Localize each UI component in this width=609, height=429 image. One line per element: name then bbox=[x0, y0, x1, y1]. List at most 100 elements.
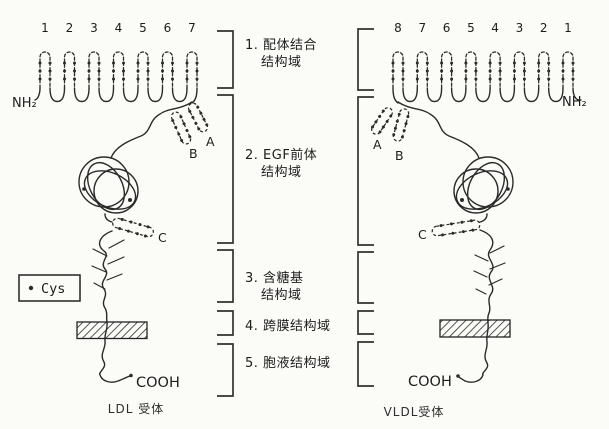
cys-dot bbox=[197, 127, 201, 131]
repeat-connector bbox=[122, 87, 139, 103]
cys-dot bbox=[440, 69, 444, 73]
cys-dot bbox=[460, 220, 464, 224]
cys-dot bbox=[146, 61, 150, 65]
cys-dot bbox=[512, 61, 516, 65]
cys-dot bbox=[381, 125, 385, 129]
egf-finger-outline bbox=[392, 108, 410, 142]
repeat-connector bbox=[426, 87, 443, 103]
repeat-hairpin bbox=[562, 51, 574, 89]
repeat-hairpin bbox=[112, 51, 125, 89]
cys-dot bbox=[38, 69, 42, 73]
cys-dot bbox=[547, 69, 551, 73]
cys-dot bbox=[82, 187, 86, 191]
cys-dot bbox=[460, 198, 464, 202]
sugar-twig bbox=[108, 239, 125, 249]
cys-dot bbox=[87, 61, 91, 65]
cys-dot bbox=[498, 61, 502, 65]
cys-dot bbox=[389, 114, 393, 118]
cys-dot bbox=[136, 77, 140, 81]
chain-segment bbox=[479, 213, 488, 223]
cys-dot bbox=[112, 77, 115, 81]
cys-dot bbox=[136, 69, 140, 73]
cys-dot bbox=[391, 69, 395, 73]
chain-segment bbox=[397, 101, 480, 159]
cys-dot bbox=[177, 132, 181, 136]
repeat-number: 8 bbox=[394, 21, 402, 35]
cys-dot bbox=[97, 61, 101, 65]
ligand-binding-repeats bbox=[38, 51, 199, 103]
domain-bracket-left bbox=[217, 249, 234, 303]
cys-dot bbox=[537, 77, 541, 81]
domain-bracket-right bbox=[357, 341, 374, 387]
cys-dot bbox=[401, 61, 405, 65]
egf-repeat-c-label: C bbox=[158, 230, 167, 245]
egf-finger bbox=[187, 102, 209, 133]
cys-legend: Cys bbox=[18, 274, 81, 302]
cys-dot bbox=[415, 77, 419, 81]
egf-finger bbox=[170, 111, 192, 145]
cys-dot bbox=[450, 61, 454, 65]
cys-dot bbox=[391, 61, 395, 65]
cys-dot bbox=[425, 69, 429, 73]
vldl-receptor: 8 7 6 5 4 3 2 1 NH₂ COOH A B C VLDL bbox=[373, 21, 587, 419]
cys-dot bbox=[522, 69, 526, 73]
cys-dot bbox=[48, 61, 52, 65]
repeat-number: 7 bbox=[188, 21, 196, 35]
repeat-hairpin bbox=[513, 51, 526, 89]
repeat-connector bbox=[548, 87, 564, 103]
cys-dot bbox=[188, 109, 192, 113]
cys-dot bbox=[185, 69, 189, 73]
egf-finger bbox=[431, 219, 481, 237]
cys-dot bbox=[194, 121, 198, 125]
cys-dot bbox=[378, 114, 382, 118]
cys-dot bbox=[63, 77, 66, 81]
egf-finger-loops bbox=[112, 102, 481, 238]
sugar-branches bbox=[473, 245, 506, 295]
cys-dot bbox=[401, 69, 405, 73]
cys-dot bbox=[400, 135, 404, 139]
cys-dot bbox=[161, 69, 164, 73]
cys-dot bbox=[547, 61, 551, 65]
cys-dot bbox=[185, 77, 189, 81]
domain-labels: 1. 配体结合 结构域 2. EGF前体 结构域 3. 含糖基 结构域 4. 跨… bbox=[245, 38, 331, 371]
cys-dot bbox=[571, 69, 575, 73]
cys-dot bbox=[440, 77, 444, 81]
domain-bracket-right bbox=[357, 310, 374, 335]
egf-repeat-a-label: A bbox=[373, 137, 382, 152]
nh2-chain bbox=[34, 87, 41, 101]
cys-dot bbox=[464, 69, 468, 73]
transmembrane-box bbox=[76, 321, 148, 340]
cys-dot bbox=[112, 61, 115, 65]
cys-dot bbox=[425, 61, 429, 65]
vldl-caption: VLDL受体 bbox=[384, 405, 445, 419]
repeat-number: 3 bbox=[516, 21, 524, 35]
sugar-twig bbox=[488, 278, 503, 286]
domain-label-1: 1. 配体结合 bbox=[245, 38, 317, 53]
sugar-twig bbox=[489, 245, 505, 254]
cooh-label: COOH bbox=[408, 374, 452, 390]
cys-dot bbox=[401, 77, 405, 81]
cys-dot bbox=[374, 120, 378, 124]
cys-dot bbox=[425, 77, 429, 81]
cys-dot bbox=[63, 61, 66, 65]
cys-dot bbox=[506, 187, 510, 191]
domain-bracket-left bbox=[217, 30, 234, 89]
cys-dot bbox=[87, 69, 91, 73]
cys-dot bbox=[129, 220, 133, 224]
cooh-label: COOH bbox=[136, 375, 180, 391]
cys-dot bbox=[451, 231, 455, 235]
domain-bracket-left bbox=[217, 343, 234, 397]
sugar-twig bbox=[474, 254, 489, 262]
cys-dot bbox=[371, 125, 375, 129]
domain-label-4: 4. 跨膜结构域 bbox=[245, 319, 331, 334]
cys-dot bbox=[381, 109, 385, 113]
cys-dot bbox=[571, 61, 575, 65]
chain-segment bbox=[104, 213, 113, 223]
cys-dot bbox=[202, 117, 206, 121]
sugar-twig bbox=[91, 265, 107, 273]
cys-dot bbox=[449, 222, 453, 226]
cys-dot bbox=[561, 69, 565, 73]
repeat-hairpin bbox=[392, 51, 404, 89]
cys-dot bbox=[498, 77, 502, 81]
